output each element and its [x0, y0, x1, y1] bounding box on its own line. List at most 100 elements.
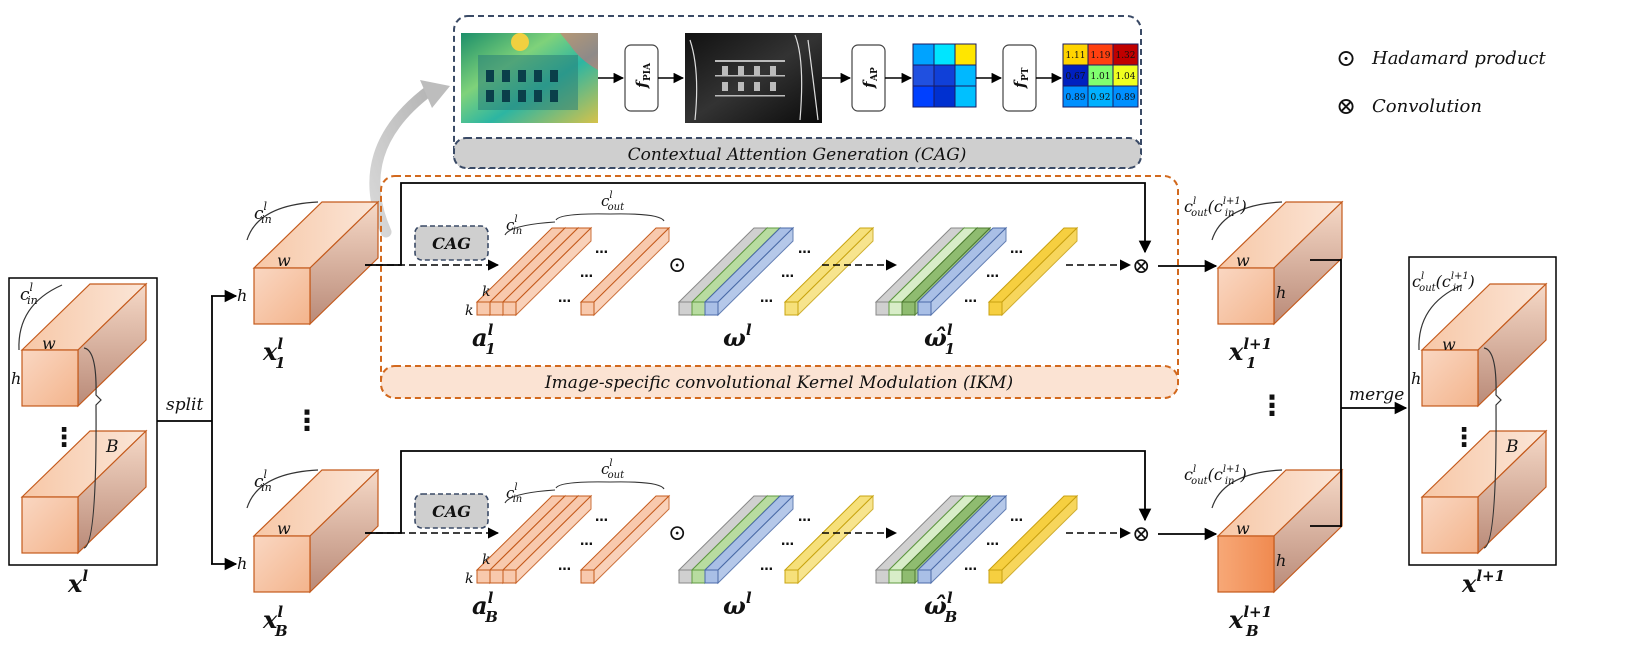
f-pt-sub: PT	[1021, 67, 1031, 81]
f-pt-symbol: f	[1011, 79, 1029, 89]
output-cube-2	[1420, 429, 1548, 555]
convolution-icon: ⊗	[1336, 92, 1356, 120]
cube-front-face	[21, 496, 79, 554]
ellipsis-dots: …	[986, 534, 999, 549]
ellipsis-dots: …	[986, 266, 999, 281]
bar-front	[901, 569, 916, 584]
x-out-brace	[1211, 201, 1283, 241]
output-cube-top	[1420, 282, 1548, 408]
x-out-w-label: w	[1236, 251, 1250, 270]
bar-front	[704, 569, 719, 584]
x-cin-brace	[246, 469, 319, 509]
convolution-legend-label: Convolution	[1372, 96, 1482, 117]
bar-front	[580, 301, 595, 316]
ap-grid-cell	[954, 85, 977, 108]
f-ap-sub: AP	[870, 67, 880, 82]
cag-link-arrow	[369, 84, 436, 238]
ellipsis-dots: …	[760, 559, 773, 574]
branch-vertical-dots-left: ⋮	[293, 404, 321, 437]
a-cout-brace	[555, 481, 665, 490]
attention-slab-last	[579, 494, 671, 585]
cag-module: Contextual Attention Generation (CAG) f …	[453, 15, 1142, 169]
omega-slab	[703, 226, 795, 317]
x-out-h-label: h	[1276, 551, 1286, 570]
x-cube	[252, 200, 380, 326]
output-w-label: w	[1442, 335, 1456, 354]
output-tensor-frame	[1408, 256, 1557, 566]
bar-front	[917, 301, 932, 316]
attention-slab	[501, 226, 593, 317]
input-b-brace	[83, 347, 102, 549]
a-k-label-2: k	[465, 303, 473, 319]
f-ap-symbol: f	[860, 79, 878, 89]
cag-title: Contextual Attention Generation (CAG)	[628, 145, 967, 165]
output-b-brace	[1483, 347, 1502, 549]
bar-front	[476, 301, 491, 316]
x-out-cube	[1216, 468, 1344, 594]
output-c-brace	[1418, 284, 1463, 351]
pt-grid-cell	[1112, 85, 1139, 108]
legend: ⊙ Hadamard product ⊗ Convolution	[1336, 44, 1546, 120]
cag-title-bar	[453, 137, 1142, 169]
cag-tag-label: CAG	[432, 502, 471, 521]
convolution-icon: ⊗	[1132, 254, 1150, 279]
ellipsis-dots: …	[798, 510, 811, 525]
ellipsis-dots: …	[964, 291, 977, 306]
x-h-label: h	[237, 554, 247, 573]
bar-front	[988, 569, 1003, 584]
pt-grid-value: 1.01	[1090, 72, 1110, 82]
pt-grid-value: 1.04	[1115, 72, 1135, 82]
x-out-h-label: h	[1276, 283, 1286, 302]
bar-front	[888, 301, 903, 316]
bar-front	[784, 569, 799, 584]
ap-grid-cell	[912, 85, 935, 108]
cube-front-face	[1421, 349, 1479, 407]
input-cube-top	[20, 282, 148, 408]
ellipsis-dots: …	[595, 242, 608, 257]
bar-front	[875, 301, 890, 316]
ellipsis-dots: …	[595, 510, 608, 525]
merge-label: merge	[1349, 385, 1404, 405]
cag-tag-box	[414, 225, 489, 261]
f-pt-operator: f PT	[1002, 44, 1037, 112]
cube-front-face	[253, 535, 311, 593]
ikm-title: Image-specific convolutional Kernel Modu…	[544, 373, 1013, 393]
x-out-brace	[1211, 469, 1283, 509]
cube-front-face	[1421, 496, 1479, 554]
convolution-icon: ⊗	[1132, 522, 1150, 547]
omega-hat-slab-last	[987, 494, 1079, 585]
omega-hat-slab	[916, 494, 1008, 585]
hadamard-icon: ⊙	[1336, 44, 1356, 72]
output-h-label: h	[1411, 369, 1421, 388]
merge-connector: merge	[1310, 259, 1408, 527]
cag-tag-label: CAG	[432, 234, 471, 253]
omega-hat-slab	[916, 226, 1008, 317]
cag-input-image	[461, 33, 598, 123]
pt-grid-value: 0.92	[1090, 93, 1110, 103]
bar-top	[579, 227, 671, 303]
output-vertical-dots: ⋮	[1451, 423, 1477, 453]
output-cube-bottom	[1420, 429, 1548, 555]
hadamard-icon: ⊙	[668, 253, 686, 278]
input-b-label: B	[105, 437, 119, 457]
ellipsis-dots: …	[781, 266, 794, 281]
split-label: split	[166, 395, 203, 415]
x-w-label: w	[277, 251, 291, 270]
input-cube-bottom	[20, 429, 148, 555]
cag-tag-box	[414, 493, 489, 529]
